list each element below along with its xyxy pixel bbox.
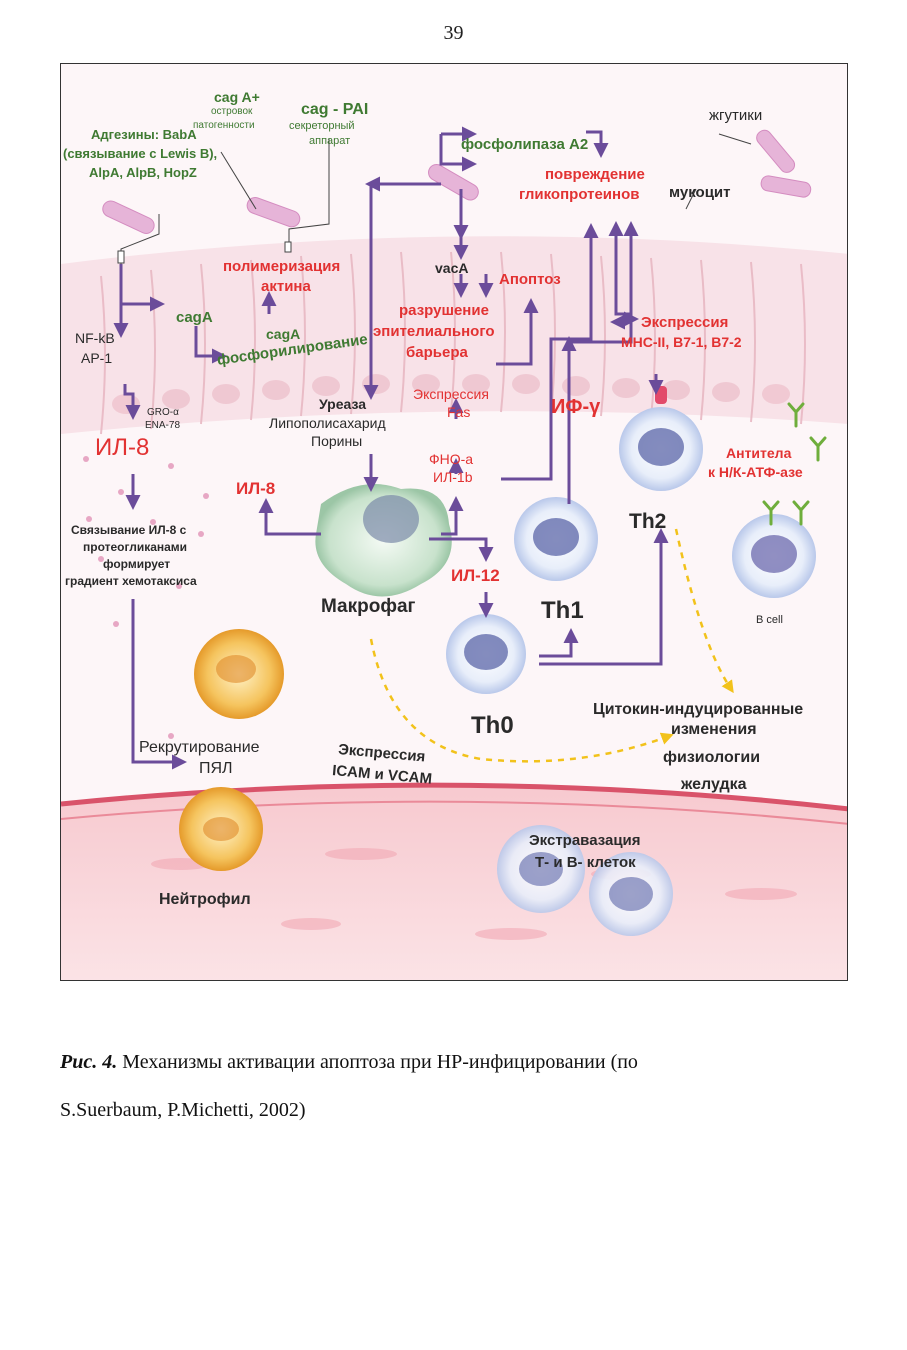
label-macrophage: Макрофаг [321, 596, 416, 617]
label-extravasation-line2: Т- и В- клеток [535, 854, 636, 871]
b-cell [732, 514, 816, 598]
label-actin-line2: актина [261, 278, 311, 295]
label-flagella: жгутики [709, 107, 763, 124]
label-mhc-line2: MHC-II, B7-1, B7-2 [621, 334, 742, 350]
th0-cell [446, 614, 526, 694]
label-antibodies-line2: к Н/К-АТФ-азе [708, 464, 803, 480]
label-recruitment: Рекрутирование [139, 739, 260, 756]
label-neutrophil: Нейтрофил [159, 891, 251, 908]
page-number: 39 [443, 22, 464, 44]
label-extravasation-line1: Экстравазация [529, 832, 641, 849]
label-th2: Th2 [629, 510, 667, 533]
label-mucocyte: мукоцит [669, 184, 731, 201]
label-actin-line1: полимеризация [223, 258, 341, 275]
label-tnf: ФНО-а [429, 451, 474, 467]
label-apoptosis: Апоптоз [499, 271, 561, 288]
antibody-icons [762, 402, 827, 526]
pathway-arrows [113, 126, 669, 770]
label-adhesins-line3: AlpA, AlpB, HopZ [89, 165, 197, 180]
label-porins: Порины [311, 433, 363, 449]
label-il1b: ИЛ-1b [433, 469, 473, 485]
label-fas-line2: Fas [447, 404, 471, 420]
label-b-cell: B cell [756, 614, 783, 626]
caption-line1: Механизмы активации апоптоза при НР-инфи… [122, 1051, 638, 1073]
label-cag-pai-sub1: секреторный [289, 120, 355, 132]
label-barrier-line1: разрушение [399, 302, 489, 319]
blood-vessel [61, 782, 847, 980]
th1-cell [514, 497, 598, 581]
label-fas-line1: Экспрессия [413, 386, 489, 402]
label-il8-macrophage: ИЛ-8 [236, 479, 276, 498]
label-binding-line1: Связывание ИЛ-8 с [71, 523, 187, 537]
label-urease: Уреаза [319, 396, 367, 412]
label-barrier-line2: эпителиального [373, 323, 495, 340]
label-adhesins-line2: (связывание с Lewis B), [63, 146, 218, 161]
label-binding-line2: протеогликанами [83, 540, 188, 554]
label-glyco-damage-line1: повреждение [545, 166, 645, 183]
label-cag-island-sub2: патогенности [193, 120, 255, 131]
label-caga-center: cagA [266, 326, 301, 342]
label-pmn: ПЯЛ [199, 760, 233, 777]
label-cytokine-line1: Цитокин-индуцированные [593, 701, 804, 718]
caption-figure-number: Рис. 4. [60, 1051, 118, 1073]
label-ap1: AP-1 [81, 350, 113, 366]
label-cag-pai: cag - PAI [301, 101, 369, 118]
il8-chemokine-dots [83, 456, 209, 739]
label-lipopolysaccharide: Липополисахарид [269, 415, 386, 431]
label-antibodies-line1: Антитела [726, 445, 792, 461]
label-barrier-line3: барьера [406, 344, 468, 361]
extravasating-cell-right [589, 852, 673, 936]
label-binding-line3: формирует [103, 557, 171, 571]
label-ifn-gamma: ИФ-γ [551, 396, 601, 418]
neutrophil-cell-upper [194, 629, 284, 719]
label-th1: Th1 [541, 597, 584, 624]
label-gro: GRO-α [147, 407, 179, 418]
label-phospholipase: фосфолипаза А2 [461, 136, 589, 153]
neutrophil-cell-lower [179, 787, 263, 871]
diagram-artwork [61, 126, 847, 980]
label-cytokine-line2: изменения [671, 721, 757, 738]
figure-caption: Рис. 4. Механизмы активации апоптоза при… [60, 1038, 860, 1134]
label-cag-island: cag A+ [214, 89, 260, 105]
dashed-effect-paths [369, 528, 734, 763]
label-ena78: ENA-78 [145, 420, 181, 431]
label-adhesins-line1: Адгезины: BabA [91, 127, 197, 142]
label-il12: ИЛ-12 [451, 566, 500, 585]
extravasating-cell-left [497, 825, 585, 913]
label-nfkb: NF-kB [75, 330, 115, 346]
pathogenesis-diagram: cag A+ островок патогенности cag - PAI с… [60, 63, 848, 981]
label-mhc-line1: Экспрессия [641, 314, 729, 331]
label-cag-island-sub1: островок [211, 106, 253, 117]
label-cag-pai-sub2: аппарат [309, 135, 351, 147]
label-vaca: vacA [435, 260, 469, 276]
label-cytokine-line4: желудка [681, 776, 747, 793]
label-caga-left: cagA [176, 309, 213, 326]
caption-line2: S.Suerbaum, P.Michetti, 2002) [60, 1099, 306, 1121]
label-th0: Th0 [471, 712, 514, 739]
label-cytokine-line3: физиологии [663, 749, 761, 766]
th2-cell [619, 407, 703, 491]
bacteria [102, 129, 812, 234]
label-glyco-damage-line2: гликопротеинов [519, 186, 640, 203]
macrophage-cell [315, 484, 452, 597]
label-il8-main: ИЛ-8 [95, 434, 150, 461]
label-binding-line4: градиент хемотаксиса [65, 574, 197, 588]
connector-lines [120, 133, 752, 264]
